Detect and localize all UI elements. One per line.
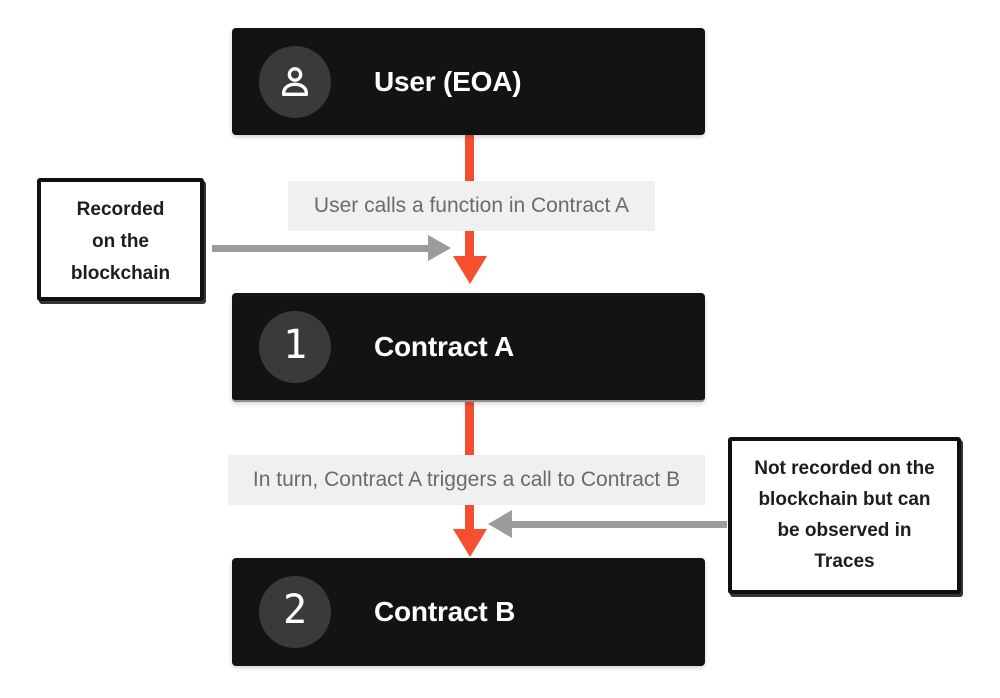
step-1-number: 1 <box>282 321 308 368</box>
annotation-arrow-left <box>212 245 429 252</box>
edge-label-text: User calls a function in Contract A <box>313 194 630 217</box>
annotation-line: on the <box>92 231 149 252</box>
annotation-line: be observed in <box>777 520 912 541</box>
edge-label-text: In turn, Contract A triggers a call to C… <box>252 468 681 491</box>
flow-arrowhead-a-to-b <box>453 529 487 557</box>
node-contract-a: 1 Contract A <box>232 293 705 402</box>
flow-arrowhead-user-to-a <box>453 256 487 284</box>
annotation-arrowhead-right <box>488 510 512 538</box>
edge-label-a-triggers-b: In turn, Contract A triggers a call to C… <box>228 455 705 505</box>
annotation-line: Traces <box>814 551 875 572</box>
node-contract-a-label: Contract A <box>374 330 515 362</box>
node-contract-b: 2 Contract B <box>232 558 705 666</box>
annotation-line: blockchain but can <box>758 489 931 510</box>
edge-label-user-calls-a: User calls a function in Contract A <box>288 181 655 231</box>
step-2-number: 2 <box>282 587 308 633</box>
user-avatar-circle <box>259 45 331 118</box>
annotation-line: Not recorded on the <box>754 458 935 479</box>
annotation-arrowhead-left <box>428 235 451 261</box>
node-user-label: User (EOA) <box>374 65 522 97</box>
node-contract-b-label: Contract B <box>374 596 516 627</box>
node-user-eoa: User (EOA) <box>232 28 705 135</box>
annotation-recorded-on-blockchain: Recorded on the blockchain <box>37 178 204 301</box>
annotation-arrow-right <box>511 521 727 528</box>
annotation-not-recorded-traces: Not recorded on the blockchain but can b… <box>728 437 961 594</box>
annotation-line: blockchain <box>70 263 171 284</box>
annotation-line: Recorded <box>76 199 165 220</box>
step-1-badge: 1 <box>259 310 331 383</box>
user-icon <box>282 66 308 96</box>
step-2-badge: 2 <box>259 576 331 648</box>
